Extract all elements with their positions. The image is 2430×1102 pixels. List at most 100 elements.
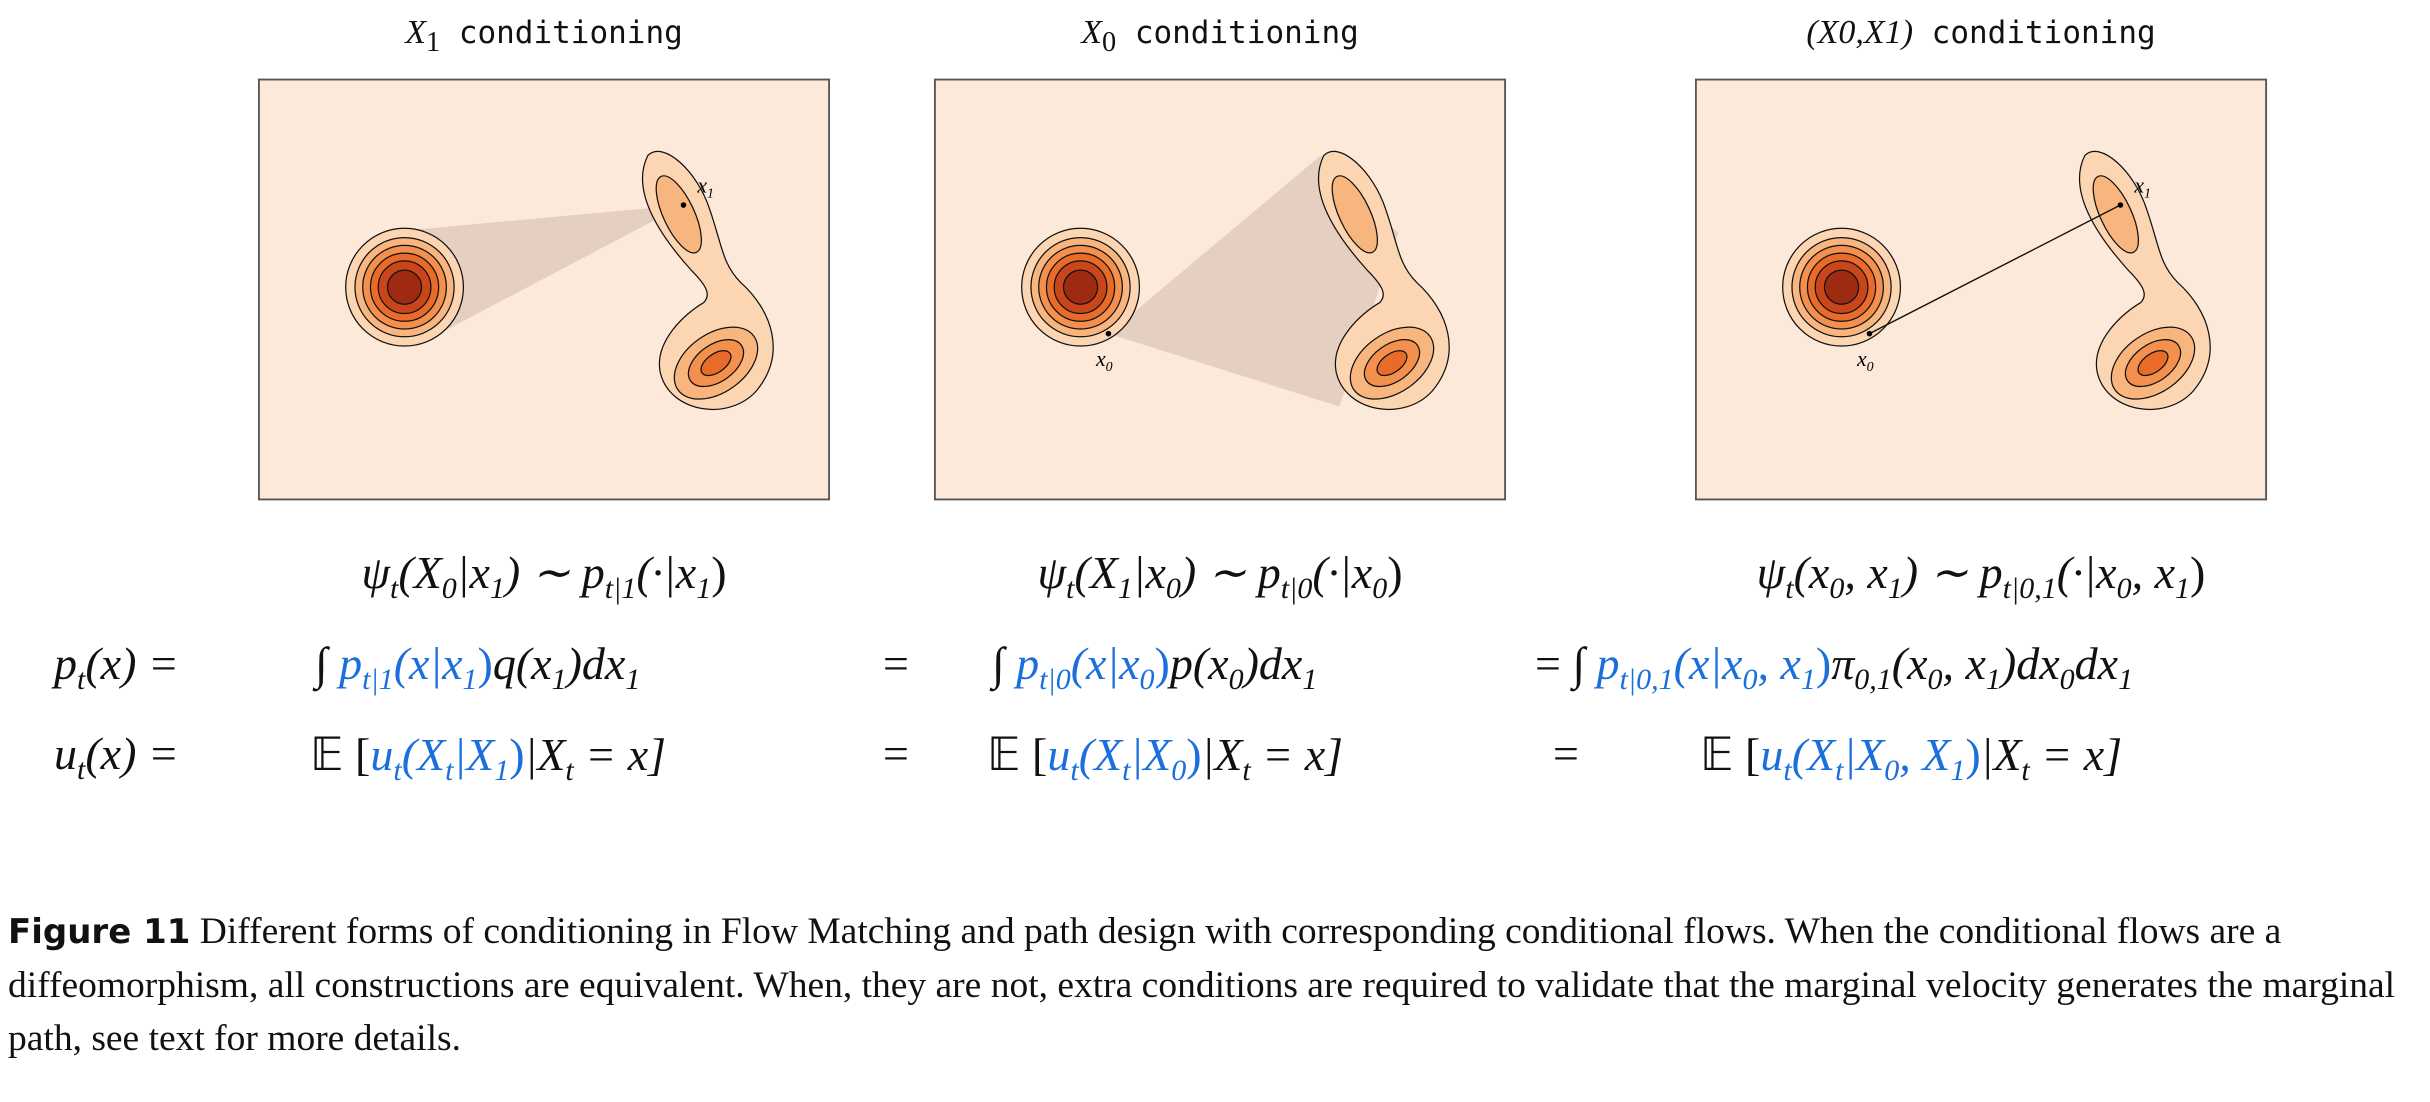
math-token: t [1783,754,1792,787]
math-token: 1 [1950,754,1966,787]
math-token: t|0,1 [2002,572,2057,605]
figure-caption: Figure 11 Different forms of conditionin… [8,905,2428,1065]
math-token: |X [524,729,566,780]
math-token: 0 [1165,572,1181,605]
target-density-contour [655,175,703,254]
math-token: ) ∼ p [504,547,605,598]
math-token: = x] [1250,729,1344,780]
math-token: u [1047,729,1071,780]
math-token: t|1 [362,663,394,696]
math-token: t [2021,754,2030,787]
flow-definition-2: ψt(x0, x1) ∼ pt|0,1(·|x0, x1) [1757,545,2206,604]
math-token: ) [1965,729,1981,780]
math-token: |X [1980,729,2022,780]
math-token: 1 [489,572,505,605]
math-token: (x [1891,638,1928,689]
math-token: ) ∼ p [1902,547,2003,598]
label-sub: 0 [1106,360,1113,375]
panel-title-x1: X1 conditioning [405,14,683,58]
math-token: (X [1078,729,1123,780]
target-density-contour [700,350,732,377]
marginal-velocity-term-1: 𝔼 [ut(Xt|X0)|Xt = x] [987,727,1344,786]
marginal-path-lhs: pt(x) = [54,637,179,695]
point-x0 [1866,330,1873,337]
math-token: 0 [1228,663,1244,696]
math-token: 1 [1985,663,2001,696]
equals-sign: = [880,728,912,779]
plot-x1-conditioning: x1 [257,78,831,501]
math-token: 1 [494,754,510,787]
math-token: p(x [1169,638,1229,689]
math-token: p [1596,638,1620,689]
math-token: = x] [573,729,667,780]
target-density-contour [1376,350,1408,377]
math-token: 1 [625,663,641,696]
math-token: ∫ [315,638,340,689]
panel-title-x0x1: (X0,X1) conditioning [1806,14,2156,51]
equals-sign: = [880,638,912,689]
math-token: ) [1186,729,1202,780]
math-token: (x) = [85,638,179,689]
point-x1 [2117,202,2124,208]
math-token: |X [1843,729,1885,780]
marginal-path-term-1: ∫ pt|0(x|x0)p(x0)dx1 [992,637,1317,695]
math-token: t|0,1 [1619,663,1674,696]
math-token: |X [453,729,495,780]
math-token: u [54,728,77,779]
math-token: |X [1130,729,1172,780]
math-token: π [1831,638,1855,689]
math-token: p [1016,638,1040,689]
math-token: 𝔼 [ [1700,729,1761,780]
math-token: 0 [441,572,457,605]
panel-title-x0: X0 conditioning [1081,14,1359,58]
math-token: t [1835,754,1844,787]
math-token: u [370,729,394,780]
target-density-contour [1331,175,1379,254]
math-token: 0,1 [1854,663,1892,696]
math-token: 0 [1884,754,1900,787]
math-token: (X [1791,729,1836,780]
math-token: ) [1154,638,1170,689]
marginal-velocity-term-0: 𝔼 [ut(Xt|X1)|Xt = x] [310,727,667,786]
math-token: (X [398,547,442,598]
math-token: ψ [361,547,391,598]
math-token: (X [401,729,446,780]
math-token: ) [1387,547,1403,598]
flow-cone [412,205,684,343]
math-token: 1 [1302,663,1318,696]
math-token: 1 [2118,663,2134,696]
math-token: , x [1757,638,1801,689]
caption-text: Different forms of conditioning in Flow … [8,911,2396,1059]
equals-sign: = [1550,728,1582,779]
target-density-contour [2092,175,2140,254]
point-x0 [1105,330,1112,337]
math-token: (X [1074,547,1118,598]
math-token: t|0 [1039,663,1071,696]
marginal-velocity-lhs: ut(x) = [54,727,179,785]
math-token: )dx [1243,638,1303,689]
math-token: , x [1844,547,1888,598]
math-token: 1 [1800,663,1816,696]
math-token: 0 [2116,572,2132,605]
math-token: t [445,754,454,787]
math-token: q(x [492,638,552,689]
conditional-path-line [1869,204,2121,335]
target-density-contour [2137,350,2169,377]
math-token: = ∫ [1535,638,1597,689]
math-token: (x|x [393,638,463,689]
label-sub: 1 [707,186,714,201]
math-token: |X [1201,729,1243,780]
math-token: t [77,753,86,786]
source-gaussian-contour [386,269,423,305]
caption-label: Figure 11 [8,912,191,952]
flow-definition-0: ψt(X0|x1) ∼ pt|1(·|x1) [361,545,726,604]
math-token: t|1 [604,572,637,605]
math-token: (x [1793,547,1830,598]
math-token: dx [2074,638,2119,689]
math-token: p [54,638,77,689]
math-token: 1 [2175,572,2191,605]
math-token: 1 [551,663,567,696]
math-token: = x] [2029,729,2123,780]
